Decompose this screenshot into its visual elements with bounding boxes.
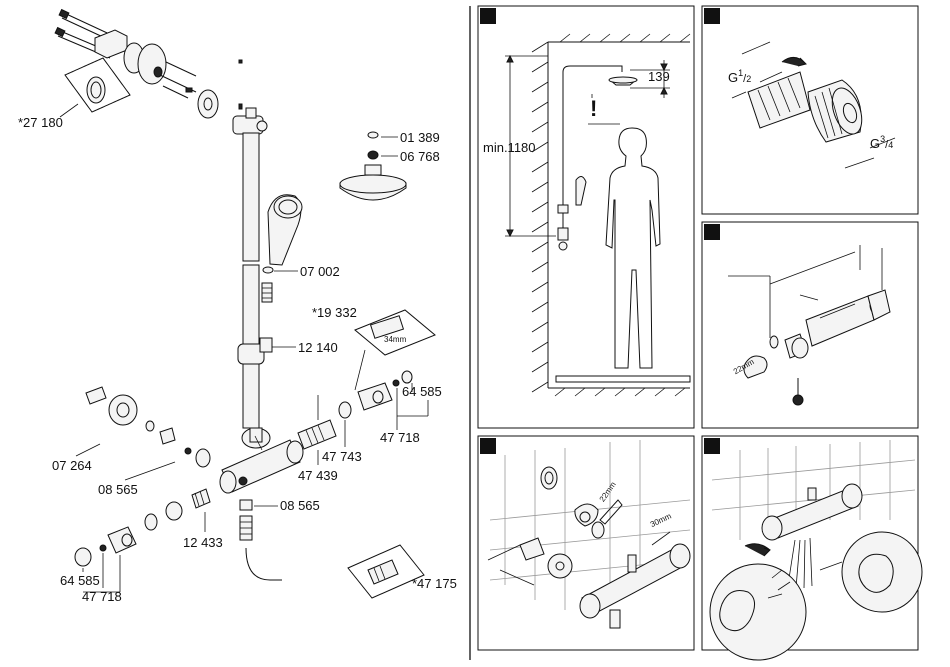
cartridge-47439: 47 439 bbox=[298, 395, 338, 483]
wall-bracket-assembly bbox=[55, 10, 218, 118]
handle-zoom-right bbox=[842, 532, 922, 612]
thermometer-icon bbox=[793, 395, 803, 405]
label-08565-left: 08 565 bbox=[98, 482, 138, 497]
label-08565-center: 08 565 bbox=[280, 498, 320, 513]
label-27180: *27 180 bbox=[18, 115, 63, 130]
riser-rail bbox=[243, 133, 259, 428]
step-badge-5 bbox=[704, 438, 720, 454]
dim-min-height: min.1180 bbox=[483, 140, 536, 155]
label-47175: *47 175 bbox=[412, 576, 457, 591]
warning-mark: ! bbox=[590, 96, 597, 121]
label-07002: 07 002 bbox=[300, 264, 340, 279]
panel-inlet-spanner: 22mm bbox=[702, 222, 918, 428]
panel-handle-calibration bbox=[702, 436, 922, 660]
label-47439: 47 439 bbox=[298, 468, 338, 483]
left-inlet-parts: 07 264 08 565 bbox=[52, 387, 210, 497]
label-06768: 06 768 bbox=[400, 149, 440, 164]
panel-thread-adapter: G1/2 G3/4 bbox=[702, 6, 918, 214]
step-badge-2 bbox=[704, 8, 720, 24]
dim-head-height: 139 bbox=[648, 69, 670, 84]
thermostat-body bbox=[220, 428, 303, 493]
label-47743: 47 743 bbox=[322, 449, 362, 464]
hand-shower: 07 002 bbox=[262, 195, 340, 302]
label-19332-sub: 34mm bbox=[384, 335, 407, 344]
label-47718-right: 47 718 bbox=[380, 430, 420, 445]
label-12140: 12 140 bbox=[298, 340, 338, 355]
outlet-connection: 08 565 bbox=[240, 498, 320, 580]
panel-dimensions: min.1180 139 ! bbox=[478, 6, 694, 428]
step-badge-3 bbox=[704, 224, 720, 240]
label-47718-left: 47 718 bbox=[82, 589, 122, 604]
exploded-view: *27 180 01 389 bbox=[18, 10, 457, 604]
part-47175: *47 175 bbox=[348, 545, 457, 598]
handle-zoom-left bbox=[710, 564, 806, 660]
label-64585-left: 64 585 bbox=[60, 573, 100, 588]
shower-arm bbox=[239, 38, 378, 118]
step-badge-1 bbox=[480, 8, 496, 24]
label-12433: 12 433 bbox=[183, 535, 223, 550]
label-01389: 01 389 bbox=[400, 130, 440, 145]
lower-left-handle-parts: 12 433 64 585 47 718 bbox=[60, 489, 223, 604]
label-19332: *19 332 bbox=[312, 305, 357, 320]
step-badge-4 bbox=[480, 438, 496, 454]
overhead-shower-head: 01 389 06 768 bbox=[340, 130, 440, 200]
panel-mounting: 22mm 30mm bbox=[478, 436, 694, 650]
part-27180: *27 180 bbox=[18, 58, 130, 130]
label-64585-right: 64 585 bbox=[402, 384, 442, 399]
label-07264: 07 264 bbox=[52, 458, 92, 473]
upper-rail-clamp bbox=[233, 104, 267, 134]
right-handle-parts: 47 743 47 718 64 585 bbox=[322, 371, 442, 464]
